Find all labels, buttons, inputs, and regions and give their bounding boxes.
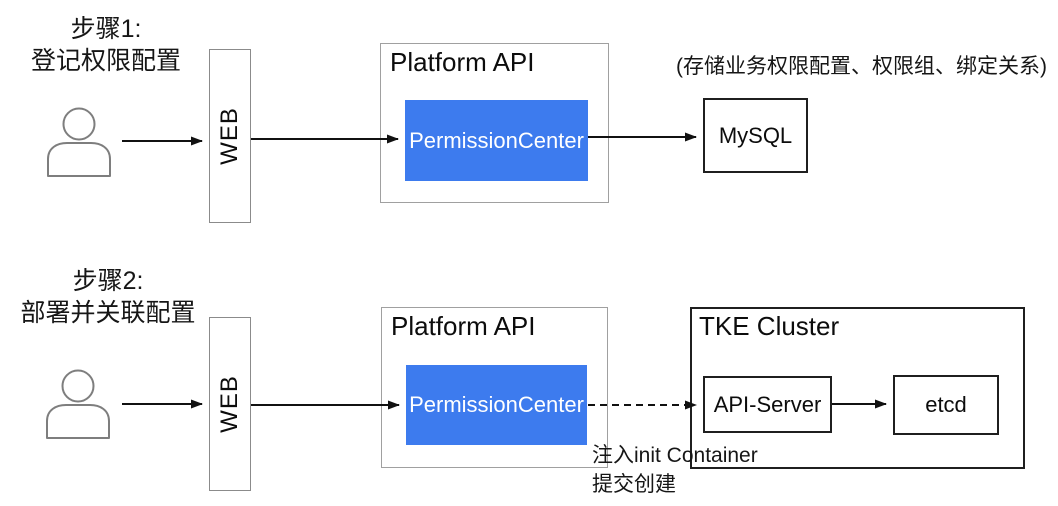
inject-annotation-line2: 提交创建 [592, 473, 676, 496]
web-box-step1: WEB [209, 49, 251, 223]
permission-center-box-step1: PermissionCenter [405, 100, 588, 181]
step1-title-line1: 步骤1: [70, 15, 142, 43]
api-server-box: API-Server [703, 376, 832, 433]
web-label: WEB [216, 375, 244, 433]
web-label: WEB [216, 107, 244, 165]
inject-annotation-line1: 注入init Container [592, 444, 758, 467]
platform-api-title: Platform API [390, 47, 535, 77]
etcd-box: etcd [893, 375, 999, 435]
user-icon [46, 369, 110, 439]
web-box-step2: WEB [209, 317, 251, 491]
tke-cluster-title: TKE Cluster [699, 311, 840, 341]
step1-title: 步骤1: 登记权限配置 [18, 13, 194, 77]
step1-title-line2: 登记权限配置 [30, 47, 181, 75]
permission-center-box-step2: PermissionCenter [406, 365, 587, 445]
step2-title-line2: 部署并关联配置 [20, 299, 196, 327]
mysql-box: MySQL [703, 98, 808, 173]
step2-title: 步骤2: 部署并关联配置 [8, 265, 208, 329]
step2-title-line1: 步骤2: [72, 267, 144, 295]
user-icon [47, 107, 111, 177]
mysql-annotation: (存储业务权限配置、权限组、绑定关系) [676, 55, 1047, 78]
platform-api-title: Platform API [391, 311, 536, 341]
inject-annotation: 注入init Container 提交创建 [592, 441, 758, 499]
